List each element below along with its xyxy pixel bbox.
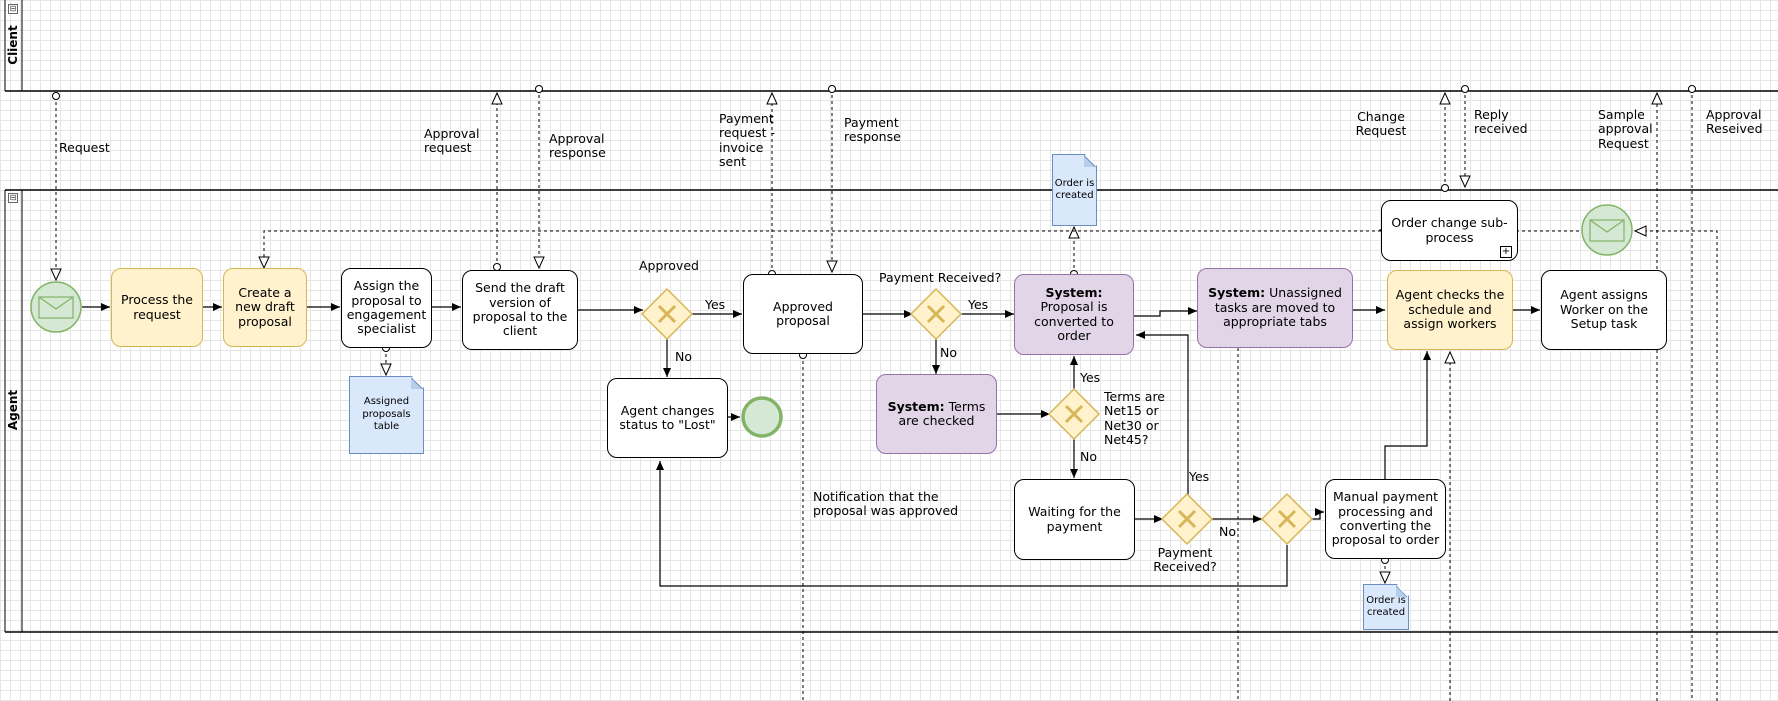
label-reply-received: Reply received	[1474, 107, 1528, 137]
label-approved-yes: Yes	[705, 297, 726, 312]
label-request: Request	[59, 140, 110, 155]
gateway-terms-x-icon	[1047, 387, 1101, 441]
label-terms-yes: Yes	[1080, 370, 1101, 385]
converted-text: Proposal is converted to order	[1034, 299, 1114, 343]
label-approved-no: No	[675, 349, 692, 364]
doc-order-created-top: Order is created	[1052, 154, 1097, 226]
agent-lane-collapse-icon[interactable]: ⊟	[8, 193, 18, 203]
message-flows	[50, 85, 1718, 701]
label-terms-question: Terms are Net15 or Net30 or Net45?	[1104, 389, 1165, 448]
task-terms-checked[interactable]: System: Terms are checked	[876, 374, 997, 454]
label-approval-response: Approval response	[549, 131, 606, 161]
gateway-payment-received2-x-icon	[1160, 492, 1214, 546]
unassigned-text: Unassigned tasks are moved to appropriat…	[1214, 285, 1342, 330]
gateway-payment-received-x-icon	[909, 287, 963, 341]
label-change-request: Change Request	[1355, 109, 1407, 139]
task-unassigned-tasks[interactable]: System: Unassigned tasks are moved to ap…	[1197, 268, 1353, 348]
terms-checked-bold: System:	[887, 398, 945, 414]
label-payment2-yes: Yes	[1189, 469, 1210, 484]
task-proposal-converted[interactable]: System: Proposal is converted to order	[1014, 274, 1134, 355]
agent-lane-label: Agent	[6, 389, 20, 431]
intermediate-event-envelope-icon	[1581, 204, 1633, 256]
converted-bold: System:	[1045, 284, 1103, 300]
doc-assigned-proposals-table: Assigned proposals table	[349, 376, 424, 454]
client-lane-label: Client	[6, 25, 20, 65]
note-notification-approved: Notification that the proposal was appro…	[813, 489, 959, 519]
subprocess-expand-icon[interactable]: +	[1500, 246, 1512, 258]
doc-order-created-bottom: Order is created	[1363, 584, 1409, 630]
label-payment-request: Payment request - invoice sent	[719, 111, 775, 170]
label-payment-received-question-2: Payment Received?	[1153, 545, 1217, 575]
pool-lines	[4, 0, 1778, 633]
subprocess-order-change[interactable]: Order change sub-process	[1381, 200, 1518, 261]
label-terms-no: No	[1080, 449, 1097, 464]
label-approval-received: Approval Reseived	[1706, 107, 1763, 137]
label-payment-no: No	[940, 345, 957, 360]
task-send-draft[interactable]: Send the draft version of proposal to th…	[462, 270, 578, 350]
sequence-flows	[82, 303, 1540, 587]
gateway-approved-x-icon	[640, 287, 694, 341]
start-event-envelope-icon	[30, 281, 82, 333]
gateway-manual-x-icon	[1260, 492, 1314, 546]
label-approval-request: Approval request	[424, 126, 480, 156]
gateways	[640, 287, 1314, 546]
task-agent-checks-schedule[interactable]: Agent checks the schedule and assign wor…	[1387, 270, 1513, 350]
label-sample-approval-request: Sample approval Request	[1598, 107, 1653, 151]
label-payment2-no: No	[1219, 524, 1236, 539]
task-agent-lost[interactable]: Agent changes status to "Lost"	[607, 378, 728, 458]
task-create-draft[interactable]: Create a new draft proposal	[223, 268, 307, 347]
task-assign-proposal[interactable]: Assign the proposal to engagement specia…	[341, 268, 432, 348]
client-lane-collapse-icon[interactable]: ⊟	[8, 4, 18, 14]
task-approved-proposal[interactable]: Approved proposal	[743, 274, 863, 354]
label-approved: Approved	[639, 258, 699, 273]
label-payment-received-question: Payment Received?	[879, 270, 1002, 285]
task-process-request[interactable]: Process the request	[111, 268, 203, 347]
end-event-circle-icon	[741, 396, 783, 438]
task-waiting-payment[interactable]: Waiting for the payment	[1014, 479, 1135, 560]
task-manual-payment[interactable]: Manual payment processing and converting…	[1325, 479, 1446, 559]
task-agent-assigns-worker[interactable]: Agent assigns Worker on the Setup task	[1541, 270, 1667, 350]
label-payment-response: Payment response	[844, 115, 901, 145]
label-payment-yes: Yes	[968, 297, 989, 312]
unassigned-bold: System:	[1208, 285, 1266, 301]
terms-checked-text: Terms are checked	[898, 398, 986, 428]
